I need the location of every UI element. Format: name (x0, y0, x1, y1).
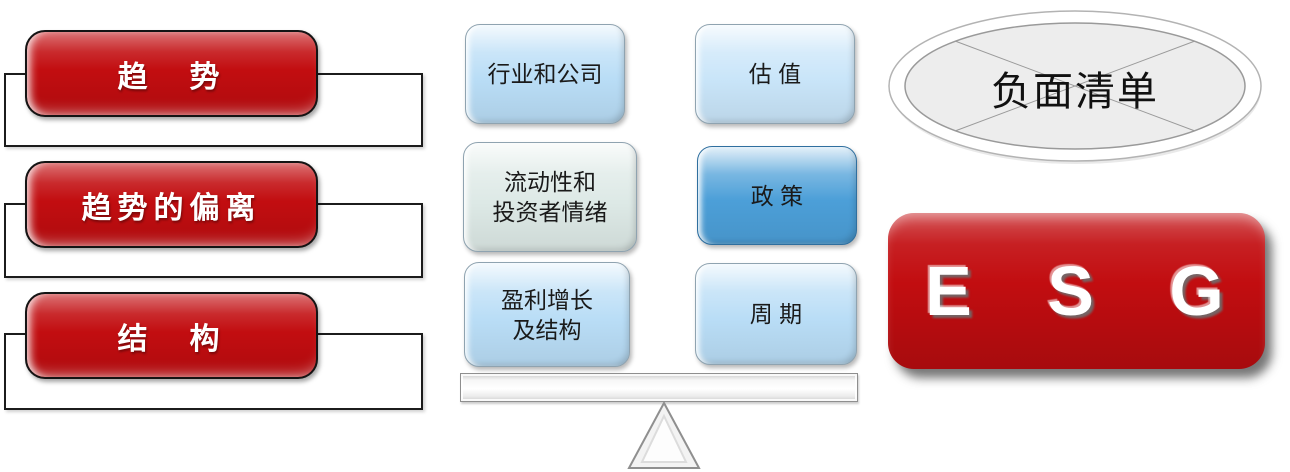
factor-policy: 政 策 (697, 146, 857, 245)
factor-cycle-label: 周 期 (749, 301, 803, 327)
factor-valuation-label: 估 值 (748, 61, 802, 87)
shape-trend: 趋 势 (25, 30, 318, 117)
esg-label: E S G (925, 252, 1228, 330)
balance-fulcrum-triangle (627, 401, 701, 469)
factor-liquidity-sentiment: 流动性和 投资者情绪 (463, 142, 637, 252)
shape-trend-deviation: 趋势的偏离 (25, 161, 318, 248)
factor-earnings-structure-label: 盈利增长 及结构 (501, 286, 593, 343)
factor-policy-label: 政 策 (750, 182, 804, 209)
factor-valuation: 估 值 (695, 24, 855, 124)
balance-beam (460, 373, 858, 402)
shape-trend-deviation-label: 趋势的偏离 (81, 191, 262, 225)
shape-structure: 结 构 (25, 292, 318, 379)
factor-cycle: 周 期 (695, 263, 857, 365)
shape-structure-label: 结 构 (117, 322, 226, 356)
factor-earnings-structure: 盈利增长 及结构 (464, 262, 630, 367)
factor-industry-company-label: 行业和公司 (487, 61, 603, 87)
factor-industry-company: 行业和公司 (465, 24, 625, 124)
esg-badge: E S G (888, 213, 1265, 369)
negative-list-ellipse (888, 10, 1262, 164)
shape-trend-label: 趋 势 (117, 60, 226, 94)
negative-list-label: 负面清单 (991, 70, 1159, 114)
factor-liquidity-sentiment-label: 流动性和 投资者情绪 (492, 169, 608, 225)
